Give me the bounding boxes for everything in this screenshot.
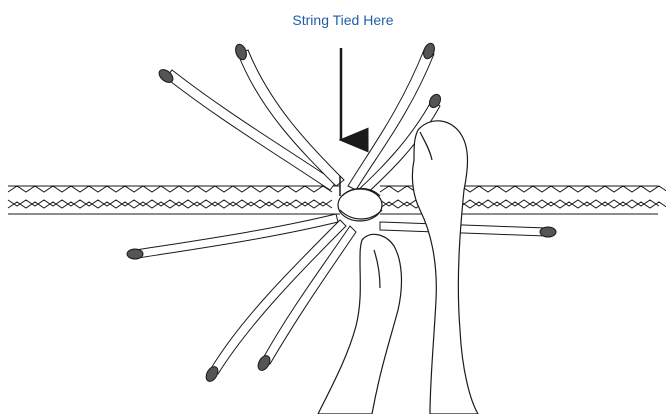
tip-8	[540, 227, 556, 237]
splice-knot	[338, 189, 382, 222]
tip-5	[127, 249, 143, 259]
strand-up-left-1	[166, 70, 336, 190]
hand-right	[412, 121, 478, 414]
strand-right	[380, 222, 546, 236]
strand-left	[136, 214, 338, 258]
rope-left	[8, 186, 340, 214]
strand-up-left-2	[238, 50, 344, 186]
